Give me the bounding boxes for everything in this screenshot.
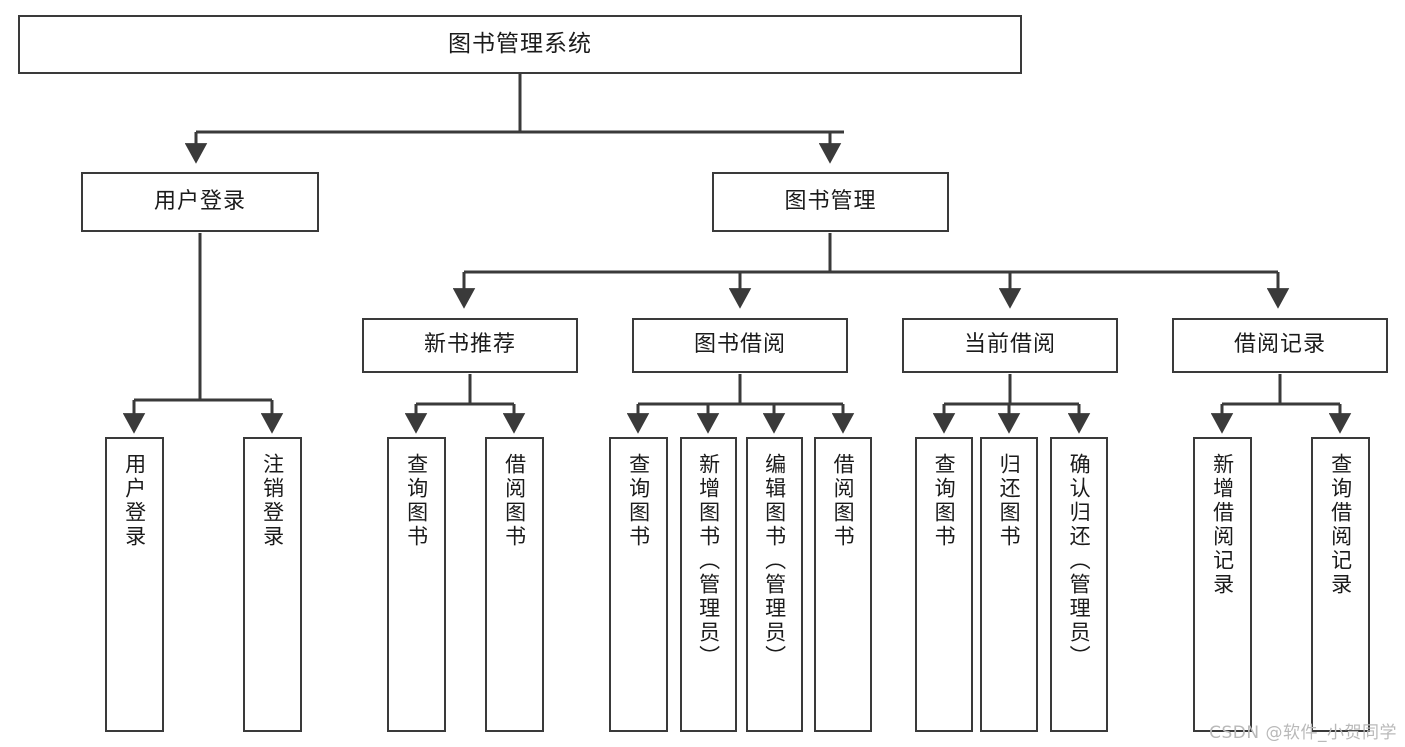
edge-borrowrecord-to-leaves <box>1210 374 1352 434</box>
node-borrow-record-label: 借阅记录 <box>1233 332 1326 358</box>
node-current-borrow[interactable]: 当前借阅 <box>902 318 1118 373</box>
watermark: CSDN @软件_小贺同学 <box>1209 723 1397 743</box>
node-leaf-borrow-book-2[interactable]: 借阅图书 <box>814 437 872 732</box>
node-leaf-edit-book[interactable]: 编辑图书（管理员） <box>746 437 803 732</box>
node-leaf-add-book[interactable]: 新增图书（管理员） <box>680 437 737 732</box>
node-leaf-query-record[interactable]: 查询借阅记录 <box>1311 437 1370 732</box>
node-leaf-query-record-label: 查询借阅记录 <box>1328 453 1353 597</box>
node-root-label: 图书管理系统 <box>448 30 592 57</box>
node-leaf-add-book-label: 新增图书（管理员） <box>696 453 721 669</box>
node-leaf-borrow-book-2-label: 借阅图书 <box>831 453 856 549</box>
node-leaf-borrow-book-1[interactable]: 借阅图书 <box>485 437 544 732</box>
node-leaf-add-record[interactable]: 新增借阅记录 <box>1193 437 1252 732</box>
node-leaf-return-book[interactable]: 归还图书 <box>980 437 1038 732</box>
node-user-login-label: 用户登录 <box>153 188 246 214</box>
node-leaf-return-book-label: 归还图书 <box>997 453 1022 549</box>
node-new-book-recommend[interactable]: 新书推荐 <box>362 318 578 373</box>
edge-root-to-level1 <box>184 74 844 164</box>
node-leaf-user-login[interactable]: 用户登录 <box>105 437 164 732</box>
edge-bookmanage-to-level2 <box>452 233 1290 309</box>
node-book-borrow-label: 图书借阅 <box>693 332 786 358</box>
node-leaf-logout-label: 注销登录 <box>260 453 285 549</box>
edge-currentborrow-to-leaves <box>932 374 1091 434</box>
node-leaf-borrow-book-1-label: 借阅图书 <box>502 453 527 549</box>
node-leaf-edit-book-label: 编辑图书（管理员） <box>762 453 787 669</box>
edge-bookborrow-to-leaves <box>626 374 855 434</box>
edge-userlogin-to-leaves <box>122 233 284 434</box>
node-current-borrow-label: 当前借阅 <box>963 332 1056 358</box>
node-user-login[interactable]: 用户登录 <box>81 172 319 232</box>
edge-newbook-to-leaves <box>404 374 526 434</box>
node-leaf-query-book-3[interactable]: 查询图书 <box>915 437 973 732</box>
node-leaf-logout[interactable]: 注销登录 <box>243 437 302 732</box>
node-book-borrow[interactable]: 图书借阅 <box>632 318 848 373</box>
node-root[interactable]: 图书管理系统 <box>18 15 1022 74</box>
node-leaf-confirm-return-label: 确认归还（管理员） <box>1067 453 1092 669</box>
node-leaf-query-book-1-label: 查询图书 <box>404 453 429 549</box>
node-new-book-recommend-label: 新书推荐 <box>423 332 516 358</box>
node-leaf-user-login-label: 用户登录 <box>122 453 147 549</box>
node-leaf-confirm-return[interactable]: 确认归还（管理员） <box>1050 437 1108 732</box>
node-book-manage-label: 图书管理 <box>784 188 877 214</box>
node-leaf-query-book-1[interactable]: 查询图书 <box>387 437 446 732</box>
node-leaf-query-book-3-label: 查询图书 <box>932 453 957 549</box>
node-leaf-query-book-2-label: 查询图书 <box>626 453 651 549</box>
node-leaf-query-book-2[interactable]: 查询图书 <box>609 437 668 732</box>
node-book-manage[interactable]: 图书管理 <box>712 172 949 232</box>
node-borrow-record[interactable]: 借阅记录 <box>1172 318 1388 373</box>
node-leaf-add-record-label: 新增借阅记录 <box>1210 453 1235 597</box>
